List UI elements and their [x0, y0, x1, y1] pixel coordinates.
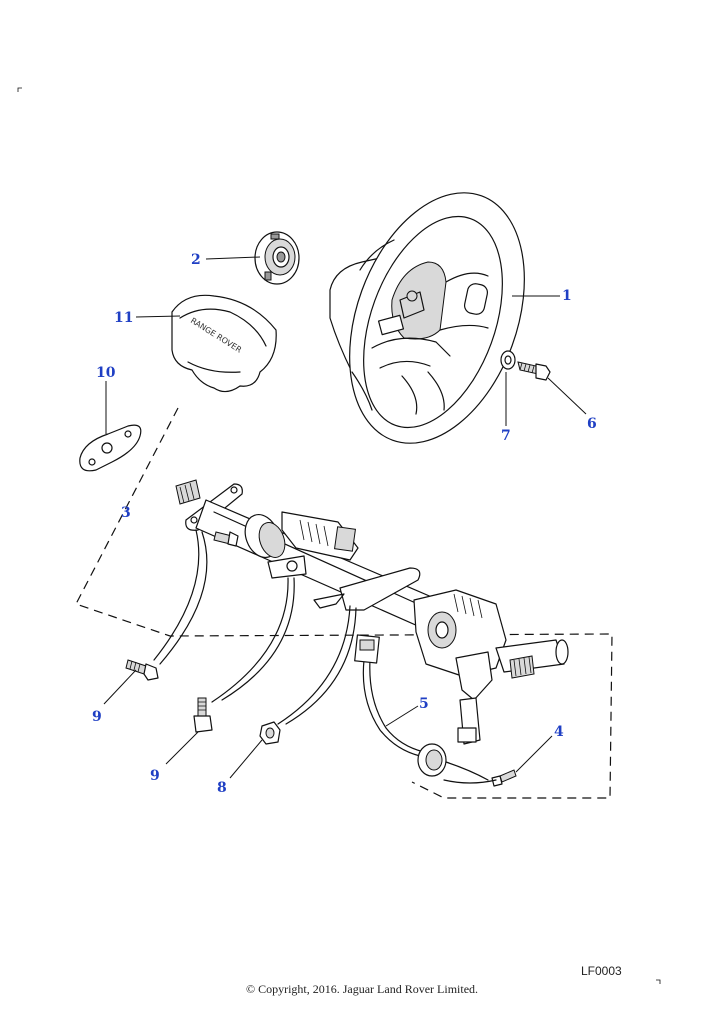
- crop-marks: [17, 87, 661, 984]
- nut: [259, 721, 281, 745]
- label-part-5: 5: [419, 696, 429, 712]
- label-part-9-bracket-bolt: 9: [150, 768, 160, 784]
- label-part-1: 1: [562, 288, 572, 304]
- label-part-10: 10: [96, 365, 116, 381]
- label-part-7: 7: [501, 428, 511, 444]
- label-part-2: 2: [191, 252, 201, 268]
- switch-screw: [491, 769, 517, 787]
- leader-lines: [103, 256, 587, 779]
- assembly-path-lines: [153, 529, 497, 784]
- diagram-reference-code: LF0003: [581, 964, 622, 978]
- steering-wheel: [329, 192, 525, 444]
- wheel-bolt-and-washer: [500, 350, 551, 381]
- label-part-4: 4: [554, 724, 564, 740]
- mounting-plate: [79, 424, 142, 472]
- label-part-9-flange-bolt: 9: [92, 709, 102, 725]
- label-part-11: 11: [114, 310, 133, 326]
- wiring-harness: [354, 634, 489, 781]
- rotary-coupler: [254, 231, 300, 285]
- label-part-3: 3: [121, 505, 131, 521]
- bracket-bolt: [193, 697, 213, 733]
- label-part-6: 6: [587, 416, 597, 432]
- part-labels: 1 2 11 10 7 6 3 5 4 9 9 8: [92, 252, 597, 796]
- flange-bolt: [125, 659, 159, 681]
- steering-column: [175, 479, 569, 745]
- label-part-8: 8: [217, 780, 227, 796]
- airbag-cover: RANGE ROVER: [171, 294, 277, 393]
- copyright-notice: © Copyright, 2016. Jaguar Land Rover Lim…: [245, 982, 479, 996]
